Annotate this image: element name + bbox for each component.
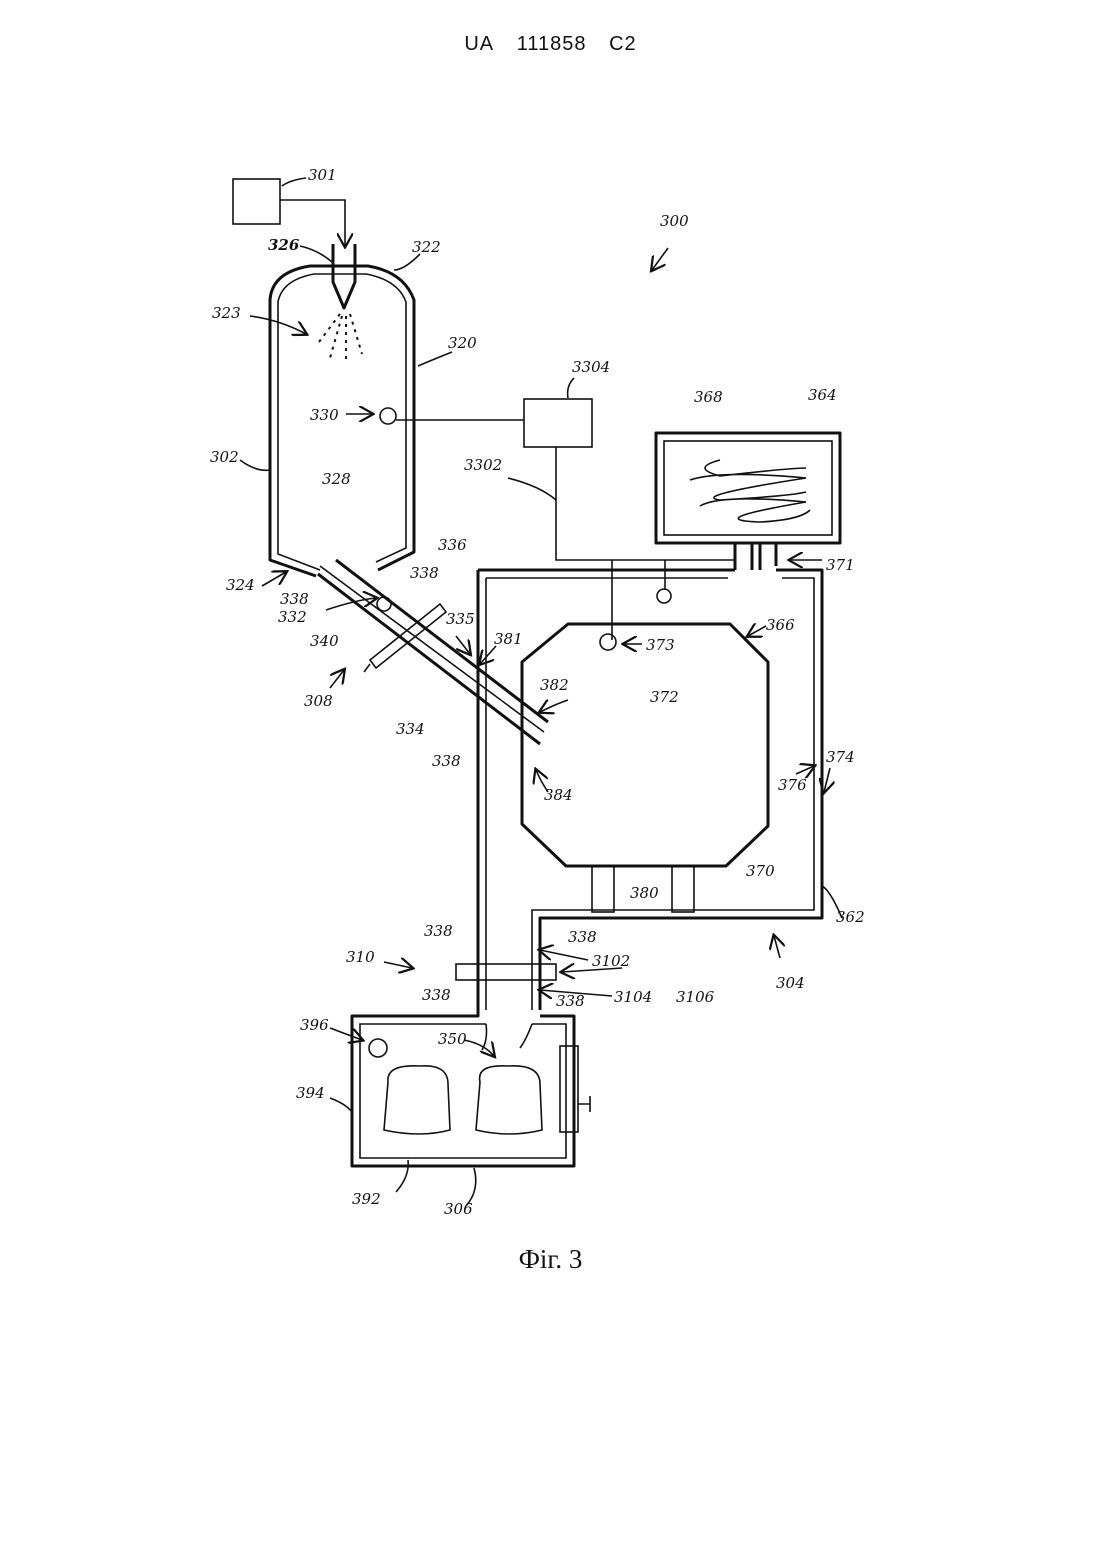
spray-pattern: [316, 314, 362, 360]
label-350: 350: [438, 1030, 467, 1048]
label-308: 308: [304, 692, 333, 710]
support-380-right: [672, 866, 694, 912]
label-362: 362: [836, 908, 865, 926]
label-396-arrow: [330, 1028, 362, 1040]
label-300: 300: [660, 212, 689, 230]
label-3102-arrow: [540, 950, 588, 960]
label-338-g: 338: [556, 992, 585, 1010]
label-310-arrow: [384, 962, 412, 968]
label-322: 322: [412, 238, 441, 256]
label-381: 381: [494, 630, 523, 648]
label-380: 380: [630, 884, 659, 902]
label-3104: 3104: [614, 988, 652, 1006]
container-392-right: [476, 1066, 542, 1134]
label-366: 366: [766, 616, 795, 634]
label-338-e: 338: [568, 928, 597, 946]
label-384: 384: [544, 786, 573, 804]
label-338-b: 338: [280, 590, 309, 608]
support-380-left: [592, 866, 614, 912]
sensor-340: [377, 597, 391, 611]
label-376-arrow: [796, 766, 814, 774]
label-302-lead: [240, 460, 270, 470]
transfer-pipe-inner: [320, 566, 544, 732]
label-373: 373: [646, 636, 675, 654]
label-372: 372: [650, 688, 679, 706]
label-304: 304: [776, 974, 805, 992]
label-304-arrow: [774, 936, 780, 958]
container-392-left: [384, 1066, 450, 1134]
label-382-arrow: [540, 700, 568, 712]
sensor-371: [657, 589, 671, 603]
label-338-f: 338: [422, 986, 451, 1004]
label-323: 323: [212, 304, 241, 322]
label-376: 376: [778, 776, 807, 794]
label-382: 382: [540, 676, 569, 694]
label-300-arrow: [652, 248, 668, 270]
label-324: 324: [226, 576, 255, 594]
controller-3304: [524, 399, 592, 447]
heater-outlet-left: [735, 543, 752, 570]
feed-unit-301: [233, 179, 280, 224]
label-301: 301: [308, 166, 337, 184]
label-334: 334: [396, 720, 425, 738]
nozzle-label-lead: [300, 246, 332, 262]
label-3304-lead: [568, 378, 574, 398]
label-336: 336: [438, 536, 467, 554]
label-371: 371: [826, 556, 855, 574]
label-366-arrow: [748, 626, 766, 636]
label-396: 396: [300, 1016, 329, 1034]
label-302: 302: [210, 448, 239, 466]
label-3106: 3106: [676, 988, 715, 1006]
label-392: 392: [352, 1190, 381, 1208]
label-338-c: 338: [432, 752, 461, 770]
label-368: 368: [694, 388, 723, 406]
label-320: 320: [448, 334, 477, 352]
label-394: 394: [296, 1084, 325, 1102]
fill-spout-right: [520, 1024, 532, 1048]
label-308-arrow: [330, 670, 344, 688]
label-3102: 3102: [592, 952, 630, 970]
heater-outlet-right: [760, 543, 776, 570]
label-374-arrow: [824, 768, 830, 792]
label-3304: 3304: [572, 358, 610, 376]
label-301-lead: [282, 178, 306, 186]
label-394-lead: [330, 1098, 352, 1112]
label-364: 364: [808, 386, 837, 404]
label-320-lead: [418, 352, 452, 366]
label-322-lead: [394, 254, 420, 270]
label-370: 370: [746, 862, 775, 880]
label-324-arrow: [262, 572, 286, 586]
sensor-396: [369, 1039, 387, 1057]
label-340: 340: [310, 632, 339, 650]
transfer-pipe-334: [318, 560, 548, 744]
label-374: 374: [826, 748, 855, 766]
label-335-arrow: [456, 636, 470, 654]
nozzle-326: [333, 244, 355, 308]
side-plunger-knob: [578, 1096, 590, 1112]
label-335: 335: [446, 610, 475, 628]
label-350-arrow: [464, 1040, 494, 1056]
label-306: 306: [444, 1200, 473, 1218]
label-338-d: 338: [424, 922, 453, 940]
label-3302: 3302: [464, 456, 502, 474]
label-326: 326: [268, 236, 300, 254]
label-330: 330: [310, 406, 339, 424]
sensor-330: [380, 408, 396, 424]
label-310: 310: [346, 948, 375, 966]
valve-308-handle: [364, 664, 370, 672]
label-328: 328: [322, 470, 351, 488]
label-338-a: 338: [410, 564, 439, 582]
sensor-373: [600, 634, 616, 650]
figure-caption: Фіг. 3: [0, 1244, 1101, 1275]
label-381-arrow: [480, 646, 496, 664]
drying-chamber-366: [522, 624, 768, 866]
label-332: 332: [278, 608, 307, 626]
heating-coil-368: [690, 460, 810, 522]
label-3302-lead: [508, 478, 556, 500]
spray-chamber-320: [270, 266, 414, 576]
